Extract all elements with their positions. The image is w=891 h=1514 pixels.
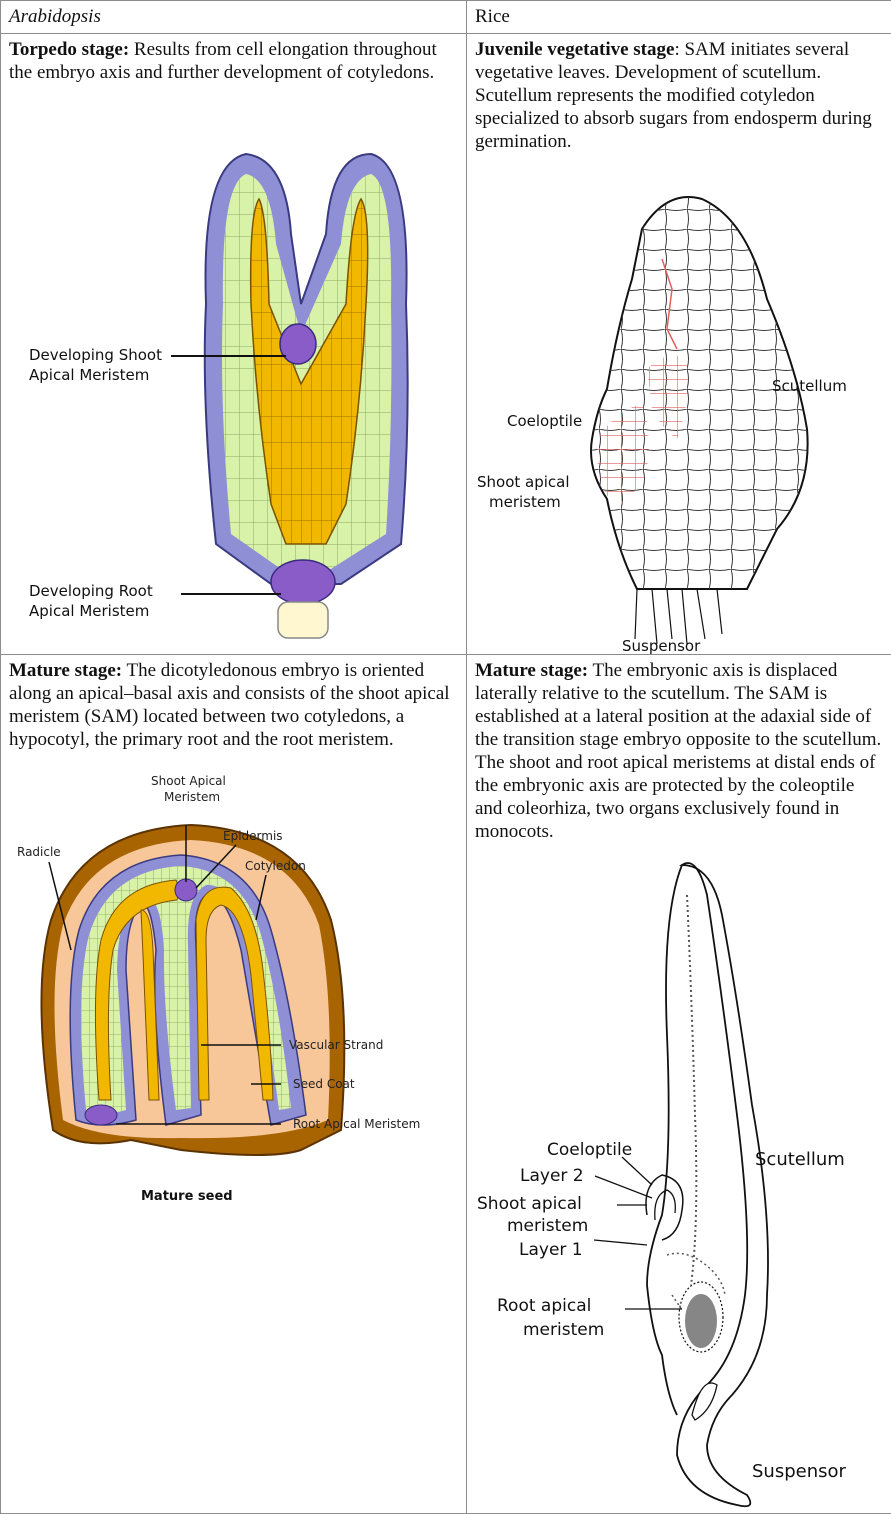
cell-mature-rice: Mature stage: The embryonic axis is disp… — [467, 655, 891, 1514]
juvenile-stage: Juvenile vegetative stage — [475, 39, 674, 60]
torpedo-embryo-figure: Developing Shoot Apical Meristem Develop… — [1, 104, 467, 649]
label-dev-ram-2: Apical Meristem — [29, 602, 149, 620]
header-rice: Rice — [467, 1, 891, 34]
label-juv-suspensor: Suspensor — [622, 637, 701, 654]
label-vascular-strand: Vascular Strand — [289, 1038, 383, 1052]
label-juv-sam-1: Shoot apical — [477, 473, 570, 491]
torpedo-sam — [280, 324, 316, 364]
label-dev-sam-2: Apical Meristem — [29, 366, 149, 384]
rice-dotted-axis — [687, 895, 696, 1285]
label-juv-sam-2: meristem — [489, 493, 561, 511]
mature-arab-stage: Mature stage: — [9, 660, 122, 681]
mature-rice-stage: Mature stage: — [475, 660, 588, 681]
header-arabidopsis: Arabidopsis — [1, 1, 467, 34]
label-rice-suspensor: Suspensor — [752, 1461, 847, 1482]
mature-seed-figure: Shoot Apical Meristem Epidermis Radicle … — [1, 770, 467, 1250]
label-seed-coat: Seed Coat — [293, 1077, 355, 1091]
label-root-apical-meristem: Root Apical Meristem — [293, 1117, 420, 1131]
juvenile-embryo-figure: Scutellum Coeloptile Shoot apical merist… — [467, 169, 891, 654]
torpedo-suspensor — [278, 602, 328, 638]
torpedo-description: Torpedo stage: Results from cell elongat… — [1, 34, 466, 84]
label-rice-coleoptile: Coeloptile — [547, 1140, 632, 1160]
header-arabidopsis-text: Arabidopsis — [1, 1, 466, 33]
juvenile-description: Juvenile vegetative stage: SAM initiates… — [467, 34, 891, 153]
label-rice-sam-2: meristem — [507, 1216, 588, 1236]
mature-rice-figure: Coeloptile Layer 2 Shoot apical meristem… — [467, 855, 891, 1510]
label-mat-sam-2: Meristem — [164, 790, 220, 804]
cell-torpedo: Torpedo stage: Results from cell elongat… — [1, 34, 467, 655]
label-epidermis: Epidermis — [223, 829, 283, 843]
label-cotyledon: Cotyledon — [245, 859, 306, 873]
label-radicle: Radicle — [17, 845, 61, 859]
mature-rice-text: The embryonic axis is displaced laterall… — [475, 660, 881, 842]
caption-mature-seed: Mature seed — [141, 1189, 233, 1204]
cell-juvenile: Juvenile vegetative stage: SAM initiates… — [467, 34, 891, 655]
label-dev-ram-1: Developing Root — [29, 582, 153, 600]
rice-scutellum-outline — [677, 863, 768, 1506]
label-layer1: Layer 1 — [519, 1240, 583, 1260]
label-rice-scutellum: Scutellum — [755, 1149, 845, 1170]
mature-sam — [175, 879, 197, 901]
label-juv-coleoptile: Coeloptile — [507, 412, 582, 430]
mature-arab-description: Mature stage: The dicotyledonous embryo … — [1, 655, 466, 751]
label-dev-sam-1: Developing Shoot — [29, 346, 162, 364]
label-rice-sam-1: Shoot apical — [477, 1194, 582, 1214]
torpedo-ram — [271, 560, 335, 604]
cell-mature-arabidopsis: Mature stage: The dicotyledonous embryo … — [1, 655, 467, 1514]
torpedo-stage: Torpedo stage: — [9, 39, 129, 60]
header-rice-text: Rice — [467, 1, 891, 33]
mature-ram — [85, 1105, 117, 1125]
label-layer2: Layer 2 — [520, 1166, 584, 1186]
label-mat-sam-1: Shoot Apical — [151, 774, 226, 788]
label-rice-ram-2: meristem — [523, 1320, 604, 1340]
mature-rice-description: Mature stage: The embryonic axis is disp… — [467, 655, 891, 843]
label-rice-ram-1: Root apical — [497, 1296, 591, 1316]
label-juv-scutellum: Scutellum — [772, 377, 847, 395]
